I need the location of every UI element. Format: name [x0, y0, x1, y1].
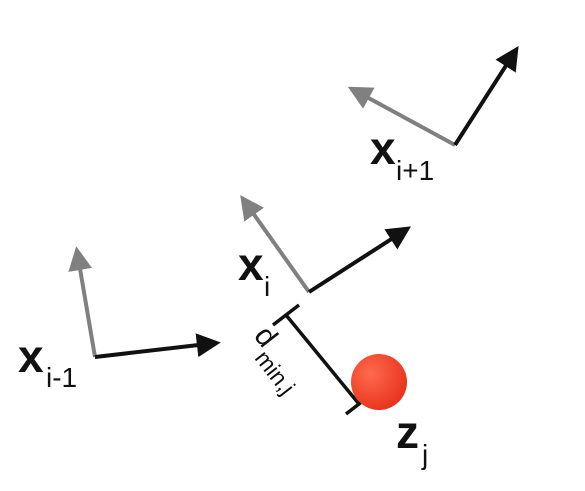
pose-curr-x-axis-arrow	[307, 226, 412, 294]
label-pose-curr-sub: i	[264, 271, 270, 302]
label-pose-prev: x i-1	[18, 330, 77, 393]
pose-frame-curr	[240, 195, 412, 294]
pose-prev-x-axis-arrow	[94, 333, 221, 359]
label-pose-next: x i+1	[370, 122, 434, 186]
label-pose-curr-main: x	[238, 238, 264, 290]
label-pose-next-main: x	[370, 122, 396, 174]
label-landmark-sub: j	[421, 439, 428, 470]
pose-frame-next	[347, 45, 519, 147]
distance-line	[284, 313, 361, 406]
landmark-point	[351, 354, 407, 410]
label-pose-curr: x i	[238, 238, 270, 302]
label-distance: d min,j	[247, 320, 300, 400]
label-pose-prev-main: x	[18, 330, 44, 382]
pose-next-x-axis-arrow	[453, 45, 519, 147]
pose-next-y-axis-arrow	[347, 86, 456, 147]
label-distance-sub: min,j	[250, 345, 300, 399]
distance-end-tick-start	[271, 303, 301, 327]
label-pose-next-sub: i+1	[396, 155, 434, 186]
label-pose-prev-sub: i-1	[46, 362, 77, 393]
pose-prev-y-axis-arrow	[68, 246, 97, 358]
pose-curr-y-axis-arrow	[240, 195, 311, 294]
label-landmark: z j	[396, 406, 428, 470]
pose-frame-prev	[68, 246, 221, 359]
label-landmark-main: z	[396, 406, 419, 458]
